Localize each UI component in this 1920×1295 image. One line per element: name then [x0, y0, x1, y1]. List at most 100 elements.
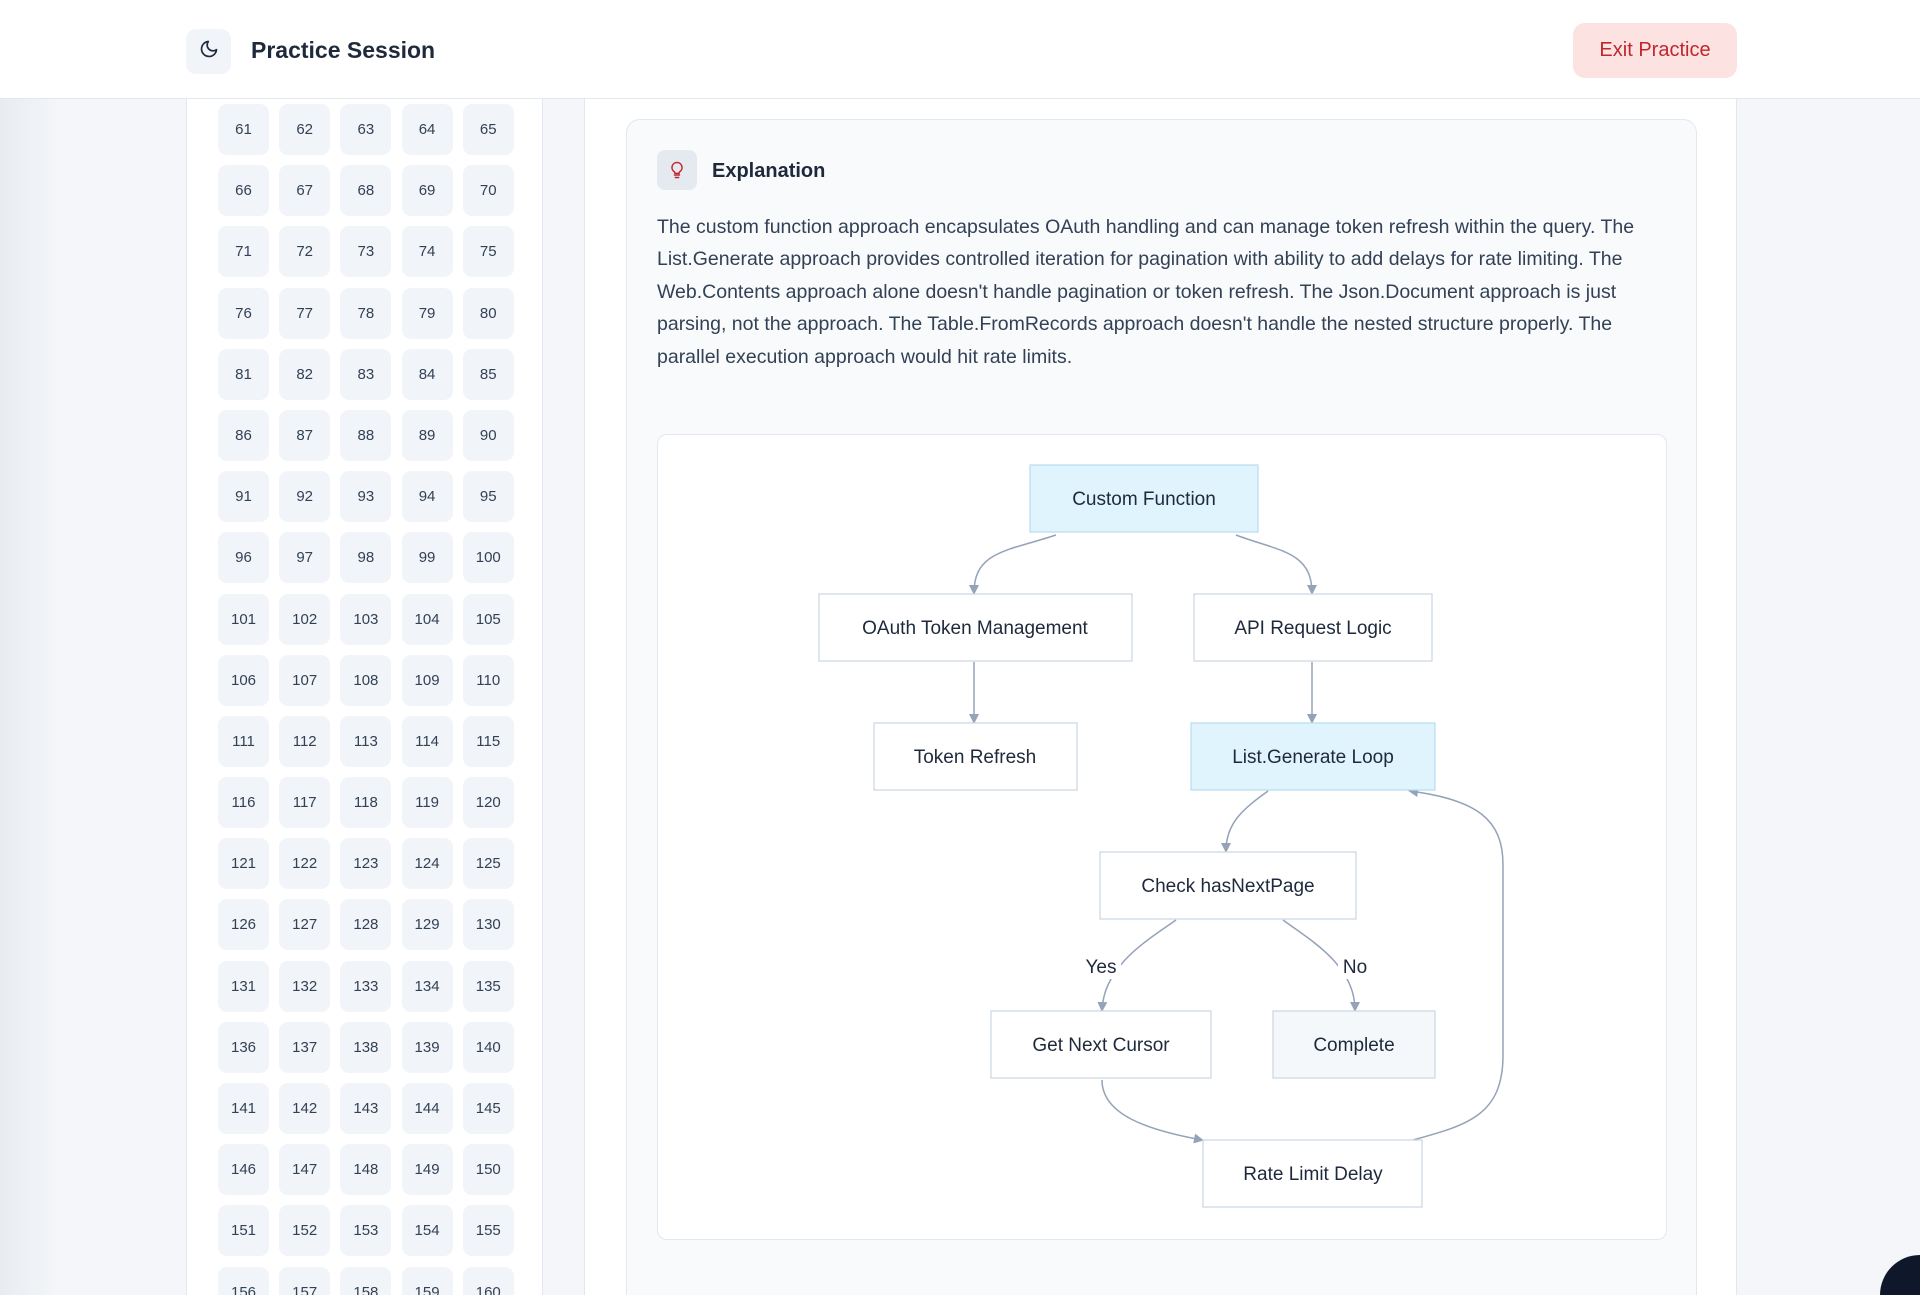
question-number-button[interactable]: 130	[462, 899, 514, 951]
question-number-button[interactable]: 120	[462, 777, 514, 829]
question-number-button[interactable]: 151	[218, 1205, 269, 1257]
question-number-button[interactable]: 153	[340, 1205, 392, 1257]
question-number-button[interactable]: 74	[401, 226, 453, 278]
question-number-button[interactable]: 70	[462, 165, 514, 217]
question-number-button[interactable]: 128	[340, 899, 392, 951]
question-number-button[interactable]: 65	[462, 104, 514, 155]
question-number-button[interactable]: 140	[462, 1021, 514, 1073]
question-number-button[interactable]: 86	[218, 409, 269, 461]
question-number-button[interactable]: 68	[340, 165, 392, 217]
question-number-button[interactable]: 63	[340, 104, 392, 155]
question-number-button[interactable]: 119	[401, 777, 453, 829]
question-number-button[interactable]: 73	[340, 226, 392, 278]
question-number-button[interactable]: 66	[218, 165, 269, 217]
question-number-button[interactable]: 141	[218, 1083, 269, 1134]
question-number-button[interactable]: 71	[218, 226, 269, 278]
question-number-button[interactable]: 103	[340, 593, 392, 645]
question-number-button[interactable]: 69	[401, 165, 453, 217]
question-number-button[interactable]: 145	[462, 1083, 514, 1134]
question-number-button[interactable]: 139	[401, 1021, 453, 1073]
question-number-button[interactable]: 82	[279, 348, 331, 400]
question-number-button[interactable]: 94	[401, 471, 453, 523]
question-number-button[interactable]: 135	[462, 960, 514, 1012]
question-number-button[interactable]: 146	[218, 1144, 269, 1196]
question-number-button[interactable]: 100	[462, 532, 514, 584]
question-number-button[interactable]: 114	[401, 715, 453, 767]
question-number-button[interactable]: 97	[279, 532, 331, 584]
question-number-button[interactable]: 84	[401, 348, 453, 400]
question-number-button[interactable]: 118	[340, 777, 392, 829]
question-number-button[interactable]: 111	[218, 715, 269, 767]
question-number-button[interactable]: 160	[462, 1266, 514, 1295]
question-number-button[interactable]: 81	[218, 348, 269, 400]
question-number-button[interactable]: 91	[218, 471, 269, 523]
question-number-button[interactable]: 96	[218, 532, 269, 584]
question-number-button[interactable]: 117	[279, 777, 331, 829]
question-number-button[interactable]: 64	[401, 104, 453, 155]
question-number-button[interactable]: 62	[279, 104, 331, 155]
question-number-button[interactable]: 132	[279, 960, 331, 1012]
exit-practice-button[interactable]: Exit Practice	[1573, 23, 1737, 78]
question-number-button[interactable]: 148	[340, 1144, 392, 1196]
question-number-button[interactable]: 88	[340, 409, 392, 461]
question-number-button[interactable]: 154	[401, 1205, 453, 1257]
question-number-button[interactable]: 155	[462, 1205, 514, 1257]
question-number-button[interactable]: 80	[462, 287, 514, 339]
question-number-button[interactable]: 109	[401, 654, 453, 706]
question-number-button[interactable]: 124	[401, 838, 453, 890]
question-number-button[interactable]: 137	[279, 1021, 331, 1073]
question-number-button[interactable]: 67	[279, 165, 331, 217]
question-number-button[interactable]: 85	[462, 348, 514, 400]
question-number-button[interactable]: 138	[340, 1021, 392, 1073]
question-number-button[interactable]: 108	[340, 654, 392, 706]
question-number-button[interactable]: 76	[218, 287, 269, 339]
question-number-button[interactable]: 116	[218, 777, 269, 829]
question-number-button[interactable]: 105	[462, 593, 514, 645]
question-number-button[interactable]: 107	[279, 654, 331, 706]
question-number-button[interactable]: 126	[218, 899, 269, 951]
question-number-button[interactable]: 95	[462, 471, 514, 523]
question-number-button[interactable]: 99	[401, 532, 453, 584]
question-number-button[interactable]: 72	[279, 226, 331, 278]
question-number-button[interactable]: 112	[279, 715, 331, 767]
question-number-button[interactable]: 129	[401, 899, 453, 951]
question-number-button[interactable]: 92	[279, 471, 331, 523]
question-number-button[interactable]: 104	[401, 593, 453, 645]
question-number-button[interactable]: 144	[401, 1083, 453, 1134]
question-number-button[interactable]: 83	[340, 348, 392, 400]
question-number-button[interactable]: 150	[462, 1144, 514, 1196]
question-number-button[interactable]: 133	[340, 960, 392, 1012]
question-number-button[interactable]: 98	[340, 532, 392, 584]
question-number-button[interactable]: 77	[279, 287, 331, 339]
question-number-button[interactable]: 115	[462, 715, 514, 767]
question-number-button[interactable]: 78	[340, 287, 392, 339]
question-number-button[interactable]: 136	[218, 1021, 269, 1073]
question-number-button[interactable]: 121	[218, 838, 269, 890]
question-number-button[interactable]: 123	[340, 838, 392, 890]
question-number-button[interactable]: 61	[218, 104, 269, 155]
question-number-button[interactable]: 127	[279, 899, 331, 951]
question-number-button[interactable]: 101	[218, 593, 269, 645]
question-number-button[interactable]: 149	[401, 1144, 453, 1196]
question-number-button[interactable]: 152	[279, 1205, 331, 1257]
question-number-button[interactable]: 110	[462, 654, 514, 706]
question-number-button[interactable]: 90	[462, 409, 514, 461]
question-number-button[interactable]: 131	[218, 960, 269, 1012]
question-number-button[interactable]: 113	[340, 715, 392, 767]
question-number-button[interactable]: 75	[462, 226, 514, 278]
question-number-button[interactable]: 147	[279, 1144, 331, 1196]
question-number-button[interactable]: 159	[401, 1266, 453, 1295]
question-number-button[interactable]: 89	[401, 409, 453, 461]
question-number-button[interactable]: 143	[340, 1083, 392, 1134]
question-number-button[interactable]: 87	[279, 409, 331, 461]
question-number-button[interactable]: 122	[279, 838, 331, 890]
question-number-button[interactable]: 102	[279, 593, 331, 645]
question-number-button[interactable]: 93	[340, 471, 392, 523]
question-number-button[interactable]: 156	[218, 1266, 269, 1295]
question-number-button[interactable]: 125	[462, 838, 514, 890]
question-number-button[interactable]: 79	[401, 287, 453, 339]
question-number-button[interactable]: 157	[279, 1266, 331, 1295]
question-number-button[interactable]: 142	[279, 1083, 331, 1134]
question-number-button[interactable]: 158	[340, 1266, 392, 1295]
question-number-button[interactable]: 134	[401, 960, 453, 1012]
